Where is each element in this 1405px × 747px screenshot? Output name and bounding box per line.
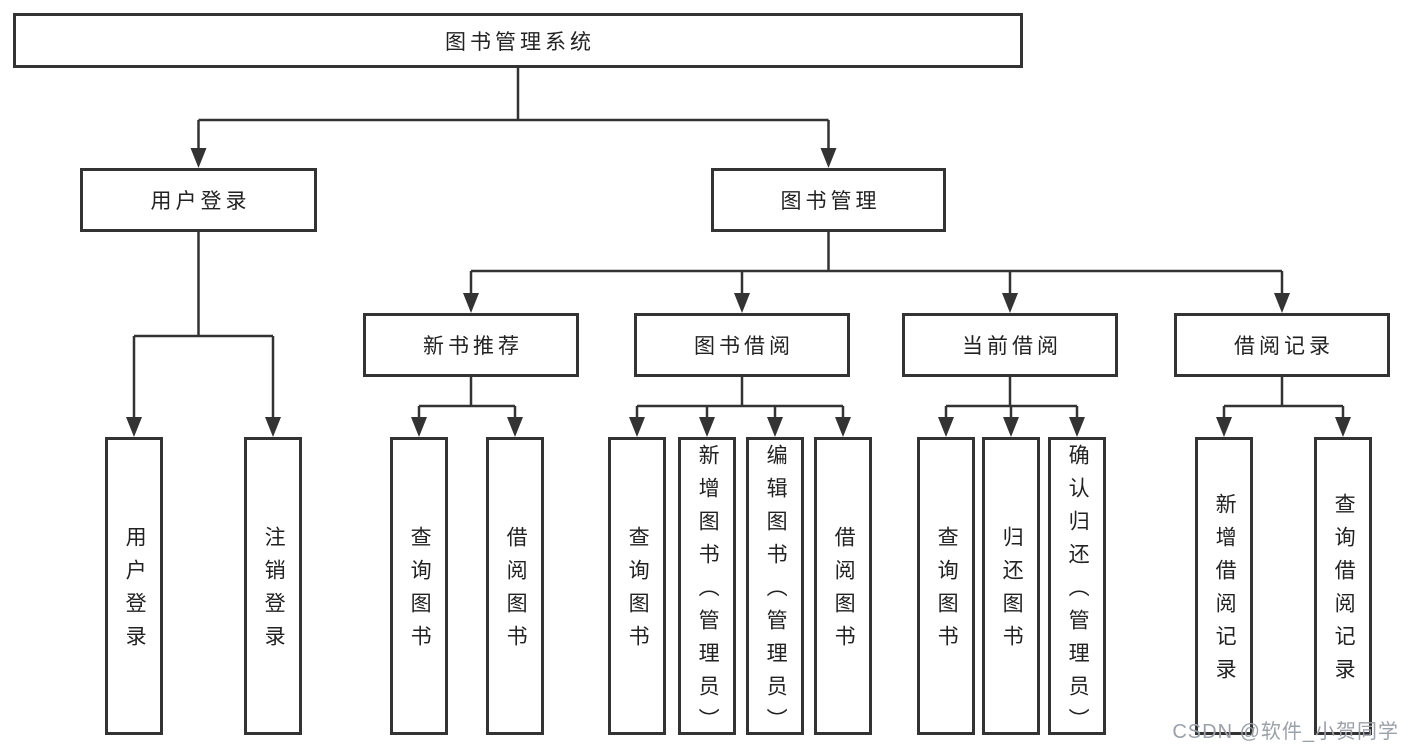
leaf-add-borrow-record: 新增借阅记录 — [1195, 437, 1253, 735]
csdn-watermark: CSDN @软件_小贺同学 — [1172, 721, 1399, 743]
leaf-borrow-books: 借阅图书 — [814, 437, 872, 735]
node-borrowing-records: 借阅记录 — [1174, 313, 1390, 377]
connector-root-to-level2 — [190, 68, 837, 168]
connector-current-borrow-to-leaves — [938, 377, 1085, 437]
leaf-label: 注销登录 — [262, 526, 286, 658]
arrowhead-icon — [190, 148, 207, 168]
arrowhead-icon — [1335, 417, 1351, 437]
leaf-query-books: 查询图书 — [390, 437, 448, 735]
node-label: 用户登录 — [150, 190, 251, 213]
node-new-book-recommendation: 新书推荐 — [363, 313, 579, 377]
node-label: 新书推荐 — [423, 335, 523, 358]
arrowhead-icon — [835, 417, 851, 437]
node-user-login: 用户登录 — [80, 168, 317, 232]
leaf-label: 编辑图书（管理员） — [764, 443, 788, 741]
arrowhead-icon — [126, 417, 142, 437]
node-label: 当前借阅 — [962, 335, 1062, 358]
leaf-label: 归还图书 — [1000, 526, 1024, 658]
leaf-label: 查询图书 — [626, 526, 650, 658]
leaf-label: 查询图书 — [408, 526, 432, 658]
node-label: 图书管理 — [780, 190, 881, 213]
arrowhead-icon — [820, 148, 837, 168]
leaf-user-login: 用户登录 — [105, 437, 163, 735]
arrowhead-icon — [463, 293, 479, 313]
leaf-label: 借阅图书 — [504, 526, 528, 658]
leaf-borrow-books: 借阅图书 — [486, 437, 544, 735]
node-label: 图书借阅 — [694, 335, 794, 358]
leaf-logout: 注销登录 — [244, 437, 302, 735]
connector-book-management-to-modules — [463, 232, 1290, 313]
connector-book-borrow-to-leaves — [629, 377, 851, 437]
node-book-borrowing: 图书借阅 — [634, 313, 850, 377]
leaf-label: 新增借阅记录 — [1213, 493, 1237, 691]
leaf-query-books: 查询图书 — [917, 437, 975, 735]
arrowhead-icon — [265, 417, 281, 437]
node-label: 借阅记录 — [1234, 335, 1334, 358]
node-library-management-system: 图书管理系统 — [13, 13, 1023, 68]
arrowhead-icon — [1069, 417, 1085, 437]
node-book-management: 图书管理 — [711, 168, 946, 232]
connector-borrow-records-to-leaves — [1216, 377, 1351, 437]
node-current-borrowing: 当前借阅 — [902, 313, 1118, 377]
leaf-label: 查询图书 — [935, 526, 959, 658]
arrowhead-icon — [1002, 293, 1018, 313]
leaf-query-books: 查询图书 — [608, 437, 666, 735]
arrowhead-icon — [699, 417, 715, 437]
connector-user-login-to-leaves — [126, 232, 281, 437]
leaf-label: 借阅图书 — [832, 526, 856, 658]
leaf-label: 用户登录 — [123, 526, 147, 658]
node-label: 图书管理系统 — [445, 30, 595, 54]
arrowhead-icon — [629, 417, 645, 437]
arrowhead-icon — [767, 417, 783, 437]
leaf-label: 确认归还（管理员） — [1066, 443, 1090, 741]
arrowhead-icon — [1274, 293, 1290, 313]
leaf-add-books-admin: 新增图书（管理员） — [678, 437, 736, 741]
connector-new-book-recommend-to-leaves — [411, 377, 523, 437]
arrowhead-icon — [938, 417, 954, 437]
leaf-label: 查询借阅记录 — [1332, 493, 1356, 691]
arrowhead-icon — [411, 417, 427, 437]
leaf-query-borrow-record: 查询借阅记录 — [1314, 437, 1372, 735]
leaf-edit-books-admin: 编辑图书（管理员） — [746, 437, 804, 741]
arrowhead-icon — [1003, 417, 1019, 437]
arrowhead-icon — [507, 417, 523, 437]
arrowhead-icon — [734, 293, 750, 313]
leaf-return-books: 归还图书 — [982, 437, 1040, 735]
arrowhead-icon — [1216, 417, 1232, 437]
leaf-label: 新增图书（管理员） — [696, 443, 720, 741]
leaf-confirm-return-admin: 确认归还（管理员） — [1048, 437, 1106, 741]
